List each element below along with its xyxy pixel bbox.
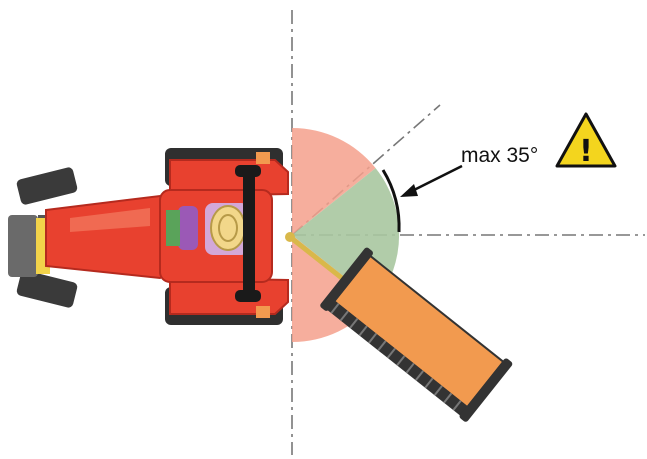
rops-top-bracket xyxy=(235,165,261,177)
driver-head-inner xyxy=(218,214,238,242)
tine xyxy=(414,370,425,381)
tine xyxy=(443,392,453,404)
tractor xyxy=(8,148,289,325)
driver-head xyxy=(210,205,246,251)
tine xyxy=(405,362,415,374)
front-right-wheel xyxy=(16,270,78,308)
implement-end-cap xyxy=(320,247,373,311)
front-weight xyxy=(8,215,38,277)
hitch-point xyxy=(285,232,295,242)
tine xyxy=(358,325,368,337)
tine xyxy=(349,317,359,329)
implement-end-cap xyxy=(459,358,513,422)
right-fender xyxy=(169,276,289,315)
warning-exclamation: ! xyxy=(579,134,593,169)
steering-wheel xyxy=(178,206,198,250)
tine xyxy=(424,377,434,389)
max-angle-label: max 35° xyxy=(461,144,538,167)
forbidden-zone xyxy=(292,127,376,235)
tractor-hood xyxy=(45,194,173,280)
allowed-arc-edge xyxy=(381,169,401,233)
implement xyxy=(320,247,513,422)
rops-bottom-bracket xyxy=(235,290,261,302)
tine xyxy=(339,310,349,322)
tine xyxy=(330,303,340,314)
pointer-arrow-icon xyxy=(400,164,463,197)
rops-bar xyxy=(243,170,255,298)
warning-triangle-icon: ! xyxy=(555,112,617,169)
front-left-wheel xyxy=(16,167,78,205)
right-rear-light xyxy=(256,306,270,318)
tine xyxy=(368,332,378,344)
left-rear-light xyxy=(256,152,270,164)
tine xyxy=(386,347,396,359)
implement-tines xyxy=(330,303,462,411)
tine xyxy=(452,400,462,411)
tine xyxy=(433,385,443,396)
tine xyxy=(377,340,387,352)
tine xyxy=(396,355,406,366)
hood-highlight xyxy=(70,208,150,232)
implement-tine-bar xyxy=(323,297,472,419)
dashboard xyxy=(166,210,180,246)
